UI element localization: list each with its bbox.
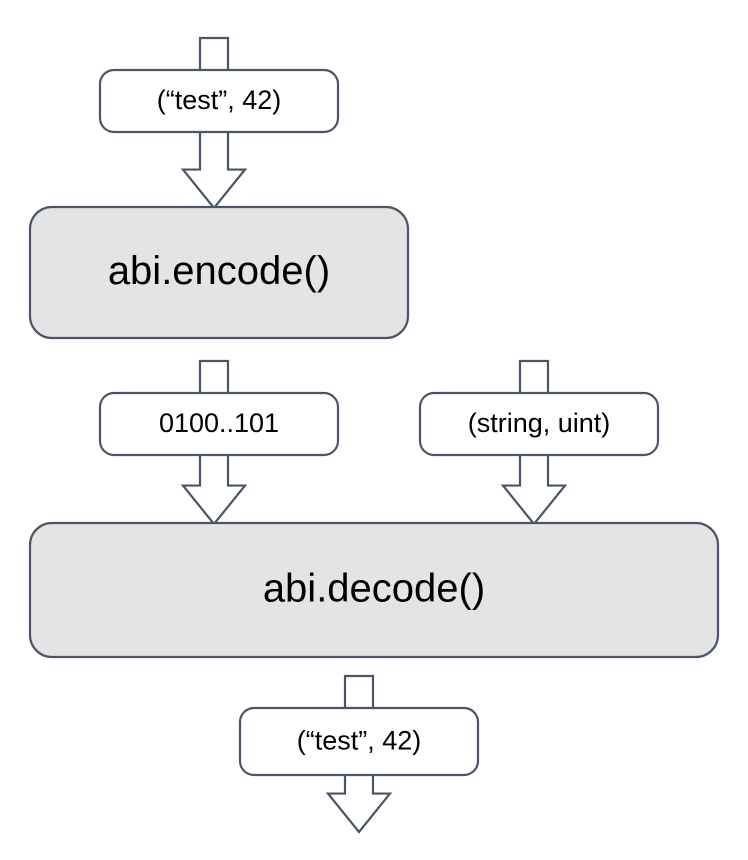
node-output-tuple: (“test”, 42) [238,706,480,777]
arrow-bytes-to-decode-arrow-icon [180,454,248,526]
node-input-tuple-label: (“test”, 42) [157,85,282,115]
stub-into-type-signature-connector-icon [518,359,550,395]
arrow-input-to-encode-arrow-icon [180,131,248,210]
node-input-tuple: (“test”, 42) [98,68,340,134]
node-abi-encode-shape [28,205,410,340]
node-encoded-bytes-shape [98,391,340,457]
stub-into-output-tuple-connector-icon [343,674,375,710]
connector-layer [180,36,568,834]
arrow-decode-output-arrow-icon [325,774,393,834]
node-abi-decode-shape [28,521,720,659]
arrow-types-to-decode-arrow-icon [500,454,568,526]
node-output-tuple-shape [238,706,480,777]
node-type-signature: (string, uint) [418,391,660,457]
node-encoded-bytes-label: 0100..101 [159,408,279,438]
node-layer: (“test”, 42) abi.encode() 0100..101 (string… [28,68,720,777]
stub-into-input-tuple-connector-icon [198,36,230,72]
node-input-tuple-shape [98,68,340,134]
node-output-tuple-label: (“test”, 42) [297,726,422,756]
node-abi-encode: abi.encode() [28,205,410,340]
stub-into-encoded-bytes-connector-icon [198,359,230,395]
node-abi-encode-label: abi.encode() [108,249,330,293]
node-abi-decode: abi.decode() [28,521,720,659]
node-abi-decode-label: abi.decode() [263,567,485,611]
node-encoded-bytes: 0100..101 [98,391,340,457]
node-type-signature-label: (string, uint) [468,408,611,438]
node-type-signature-shape [418,391,660,457]
